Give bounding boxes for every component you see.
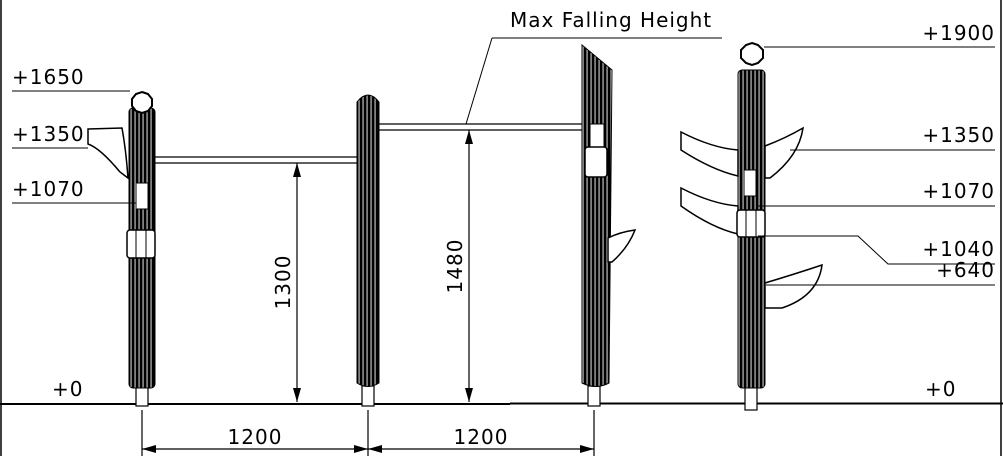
level-label-0-right: +0 xyxy=(925,377,956,401)
post-4-step-left-1350 xyxy=(680,130,739,177)
post-4-cap xyxy=(740,41,764,67)
post-4-step-right-640 xyxy=(764,263,823,309)
dimension-lines xyxy=(141,130,595,456)
ground-line xyxy=(0,402,1003,405)
post-1-cap xyxy=(131,90,153,115)
level-label-640: +640 xyxy=(936,258,995,282)
spacing-dimension-2: 1200 xyxy=(454,425,509,449)
post-1 xyxy=(87,90,156,407)
height-dimension-1480: 1480 xyxy=(443,239,467,294)
level-label-1070-right: +1070 xyxy=(922,179,995,203)
level-label-1070-left: +1070 xyxy=(12,177,85,201)
height-dimension-1300: 1300 xyxy=(271,255,295,310)
bar-1480 xyxy=(379,123,582,131)
level-label-1040: +1040 xyxy=(922,237,995,261)
level-label-1350-right: +1350 xyxy=(922,123,995,147)
post-3-step xyxy=(607,229,637,263)
level-label-0-left: +0 xyxy=(52,377,83,401)
bar-1300 xyxy=(155,156,357,164)
dimension-arrows xyxy=(142,130,594,453)
post-4-step-left-1070 xyxy=(680,186,739,235)
level-label-1650: +1650 xyxy=(12,65,85,89)
post-1-step-1350 xyxy=(87,127,129,180)
post-3 xyxy=(581,43,637,407)
level-label-1900: +1900 xyxy=(922,21,995,45)
level-label-1350-left: +1350 xyxy=(12,122,85,146)
leader-lines xyxy=(12,37,995,286)
post-4 xyxy=(680,41,823,411)
post-2 xyxy=(356,94,380,407)
max-falling-height-label: Max Falling Height xyxy=(510,8,712,32)
spacing-dimension-1: 1200 xyxy=(228,425,283,449)
post-4-step-right-1350 xyxy=(764,126,804,179)
